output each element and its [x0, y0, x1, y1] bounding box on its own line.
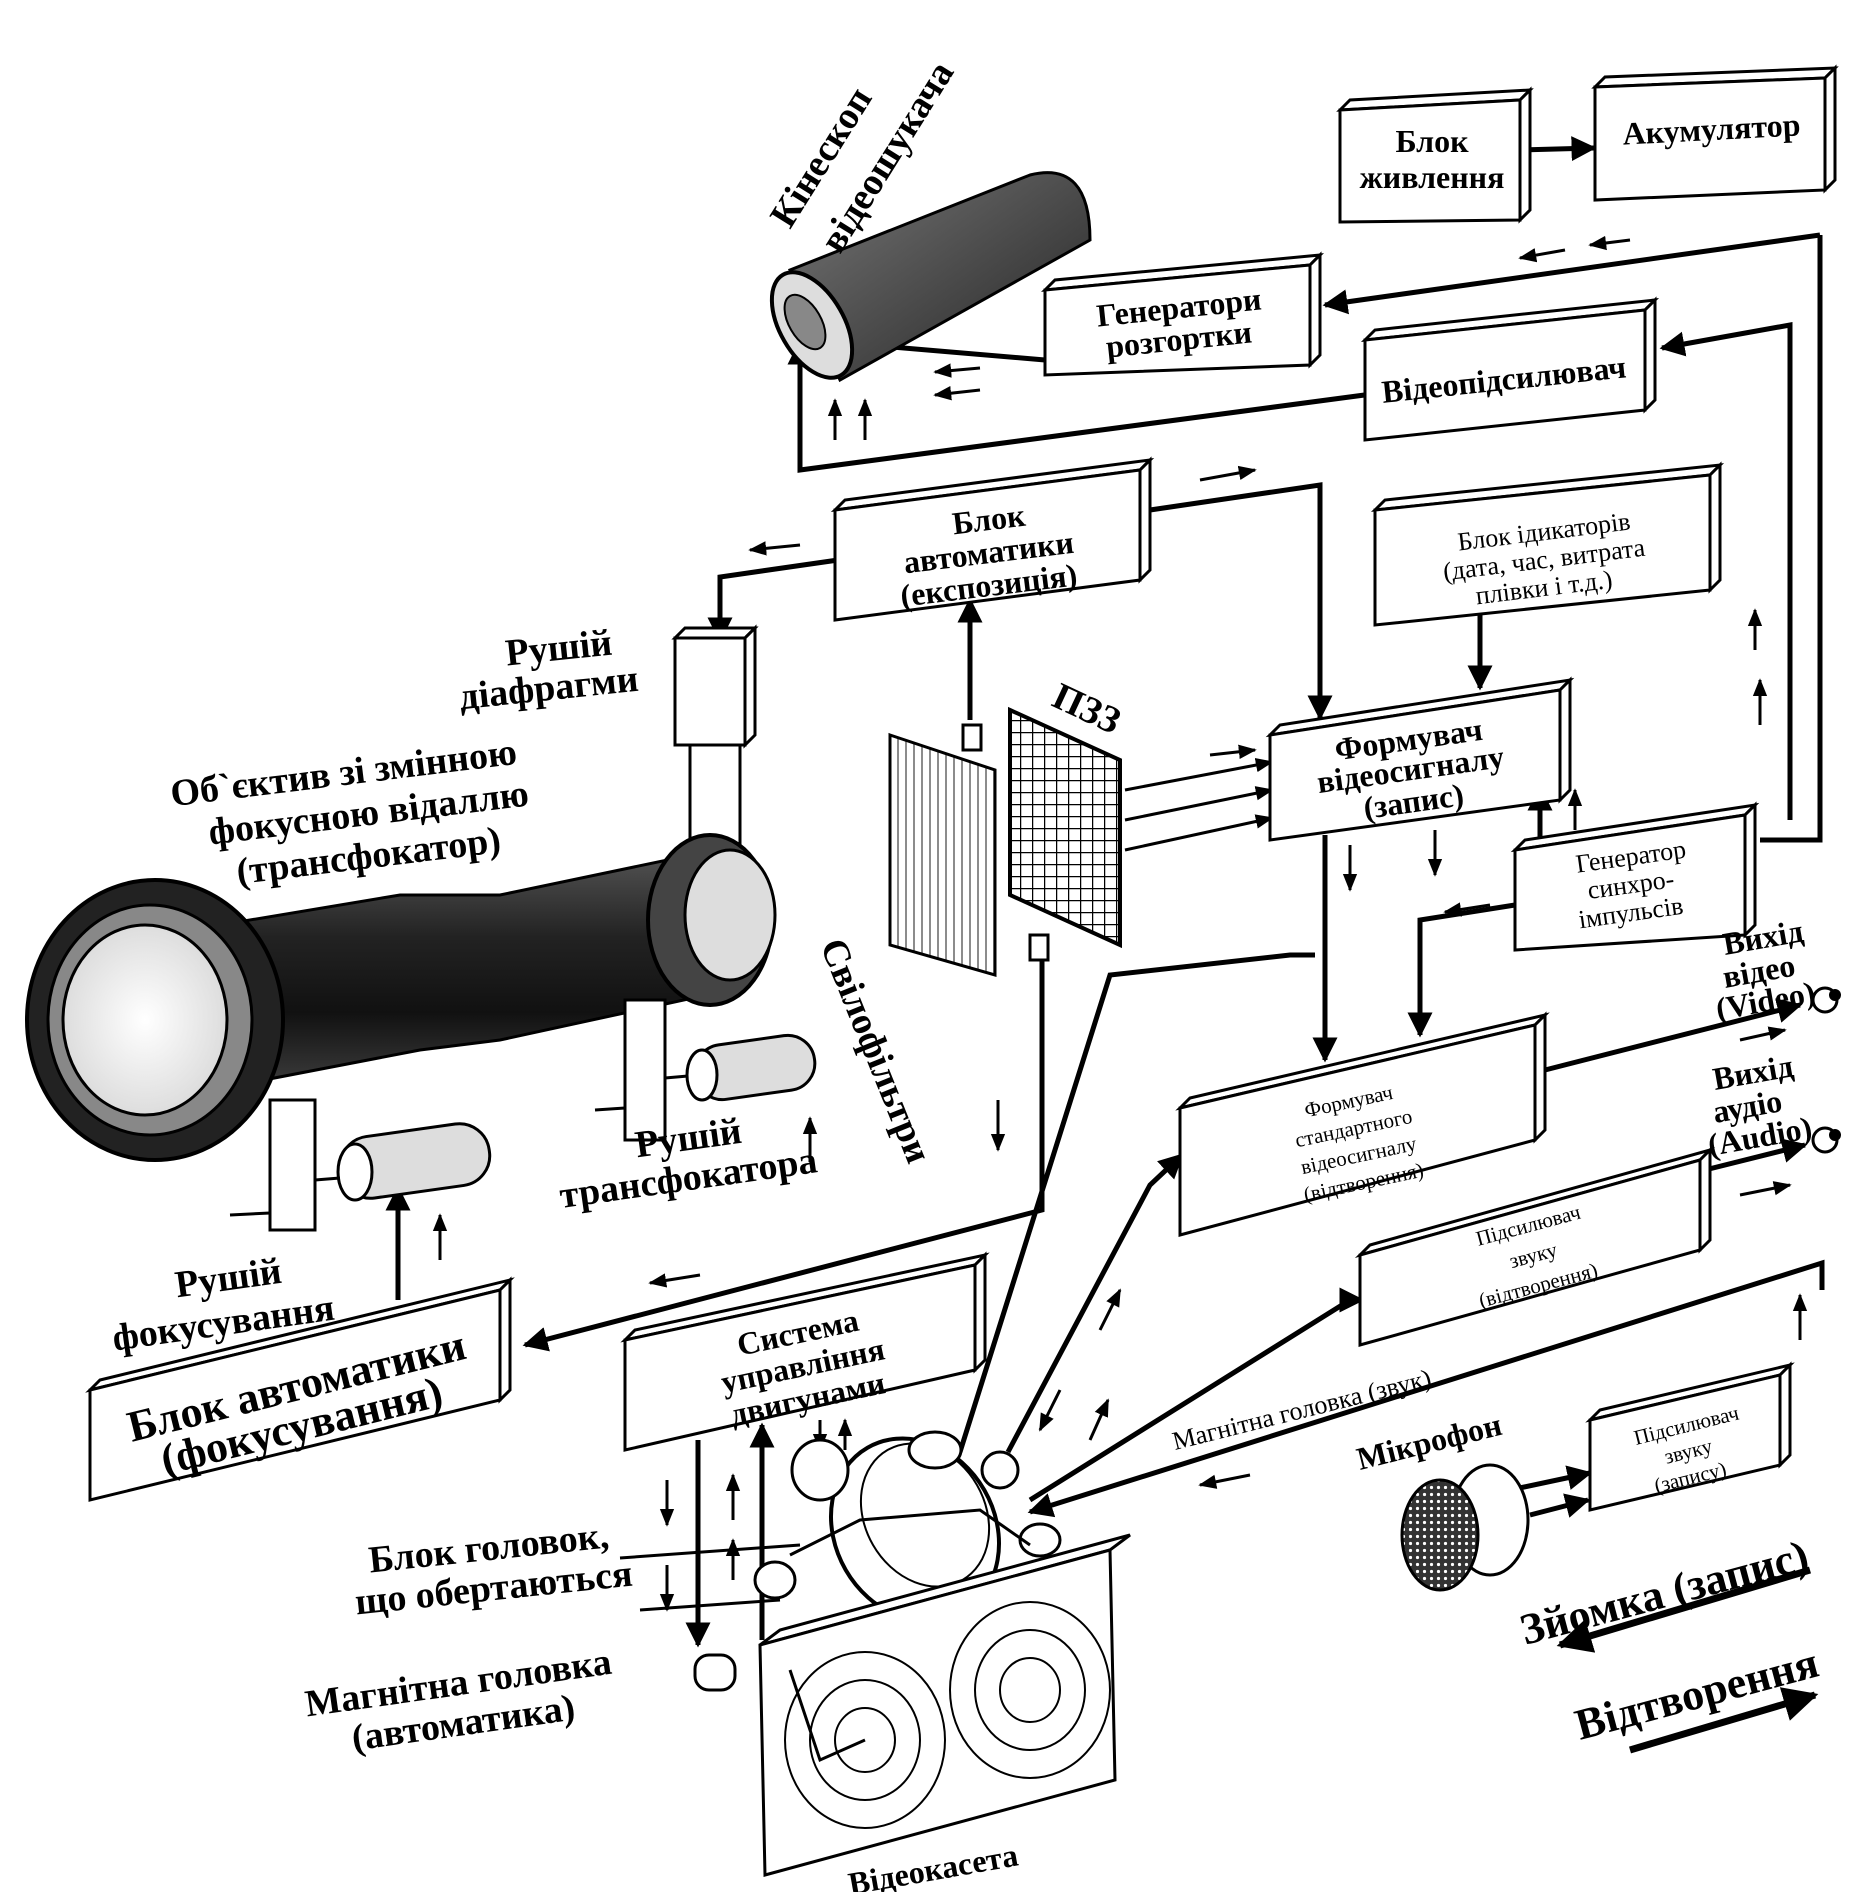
auto-exposure-label-1: Блок [950, 497, 1028, 542]
legend-playback-arrow [1629, 1687, 1819, 1754]
sweep-generators-block: Генератори розгортки [1040, 251, 1325, 377]
zoom-drive: Рушій трансфокатора [557, 998, 820, 1217]
auto-exposure-block: Блок автоматики (експозиція) [830, 456, 1155, 622]
motor-control-block: Система управління двигунами [620, 1251, 990, 1452]
legend: Зйомка (запис) Відтворення [1515, 1531, 1824, 1754]
legend-recording-label: Зйомка (запис) [1515, 1531, 1814, 1655]
sync-generator-block: Генератор синхро- імпульсів [1510, 801, 1760, 952]
aperture-drive-label-2: діафрагми [457, 658, 640, 719]
direction-arrows [432, 235, 1808, 1612]
signal-paths [385, 136, 1825, 1648]
audio-amp-record-block: Підсилювач звуку (запису) [1585, 1361, 1795, 1512]
audio-out-jack: Вихід аудіо (Audio) [1705, 1047, 1841, 1163]
battery-block: Акумулятор [1591, 64, 1839, 202]
indicators-block: Блок ідикаторів (дата, час, витрата плів… [1370, 461, 1725, 627]
audio-amp-playback-block: Підсилювач звуку (відтворення) [1354, 1146, 1716, 1347]
power-unit-label-1: Блок [1395, 123, 1469, 159]
video-amplifier-block: Відеопідсилювач [1360, 296, 1660, 442]
legend-recording-arrow [1556, 1566, 1812, 1653]
videocassette: Відеокасета [758, 1533, 1131, 1897]
standard-video-former-block: Формувач стандартного відеосигналу (відт… [1175, 1011, 1550, 1237]
rotating-head-drum: Блок головок, що обертаються [353, 1430, 1062, 1624]
magnetic-head-auto: Магнітна головка (автоматика) [303, 1641, 737, 1760]
video-former-record-block: Формувач відеосигналу (запис) [1265, 676, 1575, 842]
kinescope-tube: Кінескоп відеошукача [762, 54, 1092, 383]
power-unit-block: Блок живлення [1336, 86, 1534, 224]
zoom-lens: Об`єктив зі змінною фокусною відаллю (тр… [25, 731, 777, 1162]
video-out-jack: Вихід відео (Video) [1713, 912, 1841, 1027]
ccd-sensor: ПЗЗ [1008, 675, 1127, 949]
microphone: Мікрофон [1353, 1406, 1530, 1592]
power-unit-label-2: живлення [1360, 159, 1505, 195]
light-filters-label: Свілофільтри [812, 933, 940, 1169]
